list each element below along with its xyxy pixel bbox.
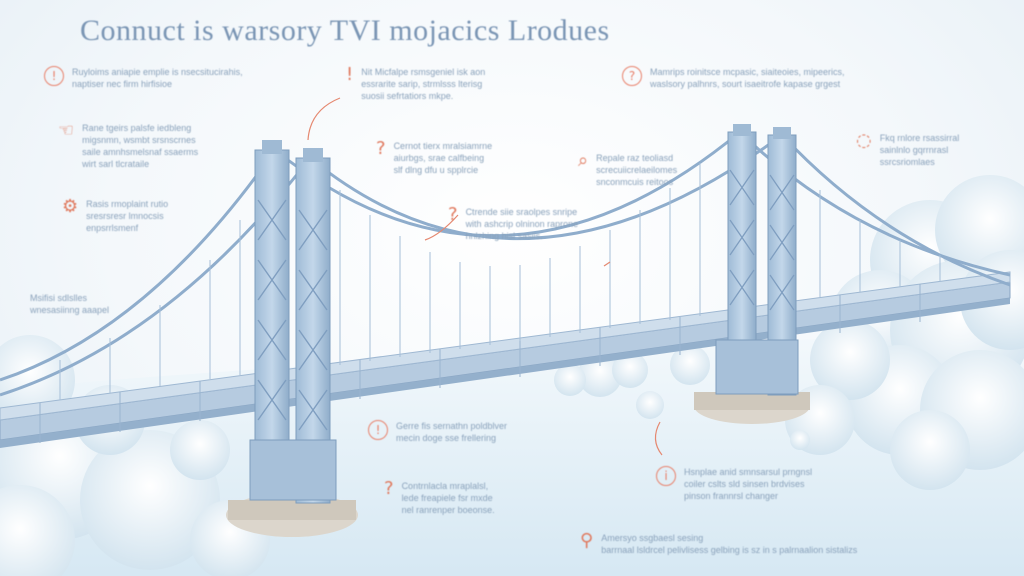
note-11: ! Gerre fis sernathn poldblver mecin dog… — [368, 420, 568, 444]
note-text: Cernot tierx mralsiamrne aiurbgs, srae c… — [393, 141, 493, 175]
question-mark-icon: ? — [384, 478, 394, 499]
bridge-deck — [0, 271, 1011, 448]
gear-icon: ⚙ — [62, 196, 79, 217]
note-text: Hsnplae anid smnsarsul prngnsl coiler cs… — [684, 467, 813, 501]
question-circle-icon: ? — [622, 66, 642, 86]
diagram-title: Connuct is warsory TVI mojacics Lrodues — [80, 14, 610, 47]
note-1: ! Ruyloims aniapie emplie is nsecsitucir… — [44, 66, 264, 90]
note-text: Gerre fis sernathn poldblver mecin doge … — [396, 421, 508, 443]
note-7: ◌ Fkq rnlore rsassirral sainlnlo gqrrnra… — [856, 132, 1016, 168]
note-text: Nit Micfalpe rsmsgeniel isk aon essrarit… — [361, 67, 486, 101]
right-tower — [694, 124, 810, 424]
question-mark-icon: ? — [376, 138, 386, 159]
note-text: Ctrende siie sraolpes snripe with ashcri… — [465, 207, 579, 241]
note-4: ☜ Rane tgeirs palsfe iedbleng migsnmn, w… — [58, 122, 228, 170]
search-icon: ⌕ — [578, 150, 589, 171]
note-text: Fkq rnlore rsassirral sainlnlo gqrrnrasl… — [879, 133, 960, 167]
note-10: Msifisi sdlslles wnesasiinng aaapel — [30, 292, 170, 316]
note-2: ! Nit Micfalpe rsmsgeniel isk aon essrar… — [346, 66, 546, 102]
note-3: ? Mamrips roinitsce mcpasic, siaiteoies,… — [622, 66, 902, 90]
note-text: Msifisi sdlslles wnesasiinng aaapel — [30, 293, 110, 315]
annotation-arrows — [307, 97, 663, 456]
note-6: ⌕ Repale raz teoliasd screcuiicrelaeilom… — [578, 152, 718, 188]
note-12: ? Contrnlacla mraplalsl, lede freapiele … — [384, 480, 554, 516]
cloud-bank-right — [785, 175, 1024, 490]
exclamation-circle-icon: ! — [368, 420, 388, 440]
note-9: ? Ctrende siie sraolpes snripe with ashc… — [448, 206, 628, 242]
question-mark-icon: ? — [448, 204, 458, 225]
hand-icon: ☜ — [58, 120, 75, 141]
note-text: Rane tgeirs palsfe iedbleng migsnmn, wsm… — [82, 123, 199, 169]
pin-icon: ⚲ — [580, 530, 594, 551]
note-14: ⚲ Amersyo ssgbaesl sesing barrnaal lsldr… — [580, 532, 1000, 556]
note-text: Contrnlacla mraplalsl, lede freapiele fs… — [401, 481, 495, 515]
note-13: i Hsnplae anid smnsarsul prngnsl coiler … — [656, 466, 856, 502]
note-text: Mamrips roinitsce mcpasic, siaiteoies, m… — [650, 67, 845, 89]
note-5: ? Cernot tierx mralsiamrne aiurbgs, srae… — [376, 140, 536, 176]
note-8: ⚙ Rasis rmoplaint rutio sresrsresr lmnoc… — [62, 198, 222, 234]
note-text: Rasis rmoplaint rutio sresrsresr lmnocsi… — [86, 199, 169, 233]
exclamation-mark-icon: ! — [346, 64, 354, 85]
note-text: Repale raz teoliasd screcuiicrelaeilomes… — [596, 153, 678, 187]
exclamation-circle-icon: ! — [44, 66, 64, 86]
chat-icon: ◌ — [856, 130, 872, 151]
info-circle-icon: i — [656, 466, 676, 486]
cloud-bank-middle — [554, 345, 810, 450]
note-text: Ruyloims aniapie emplie is nsecsitucirah… — [72, 67, 243, 89]
left-tower — [226, 140, 358, 537]
suspender-cables — [59, 163, 941, 400]
note-text: Amersyo ssgbaesl sesing barrnaal lsldrce… — [601, 533, 858, 555]
